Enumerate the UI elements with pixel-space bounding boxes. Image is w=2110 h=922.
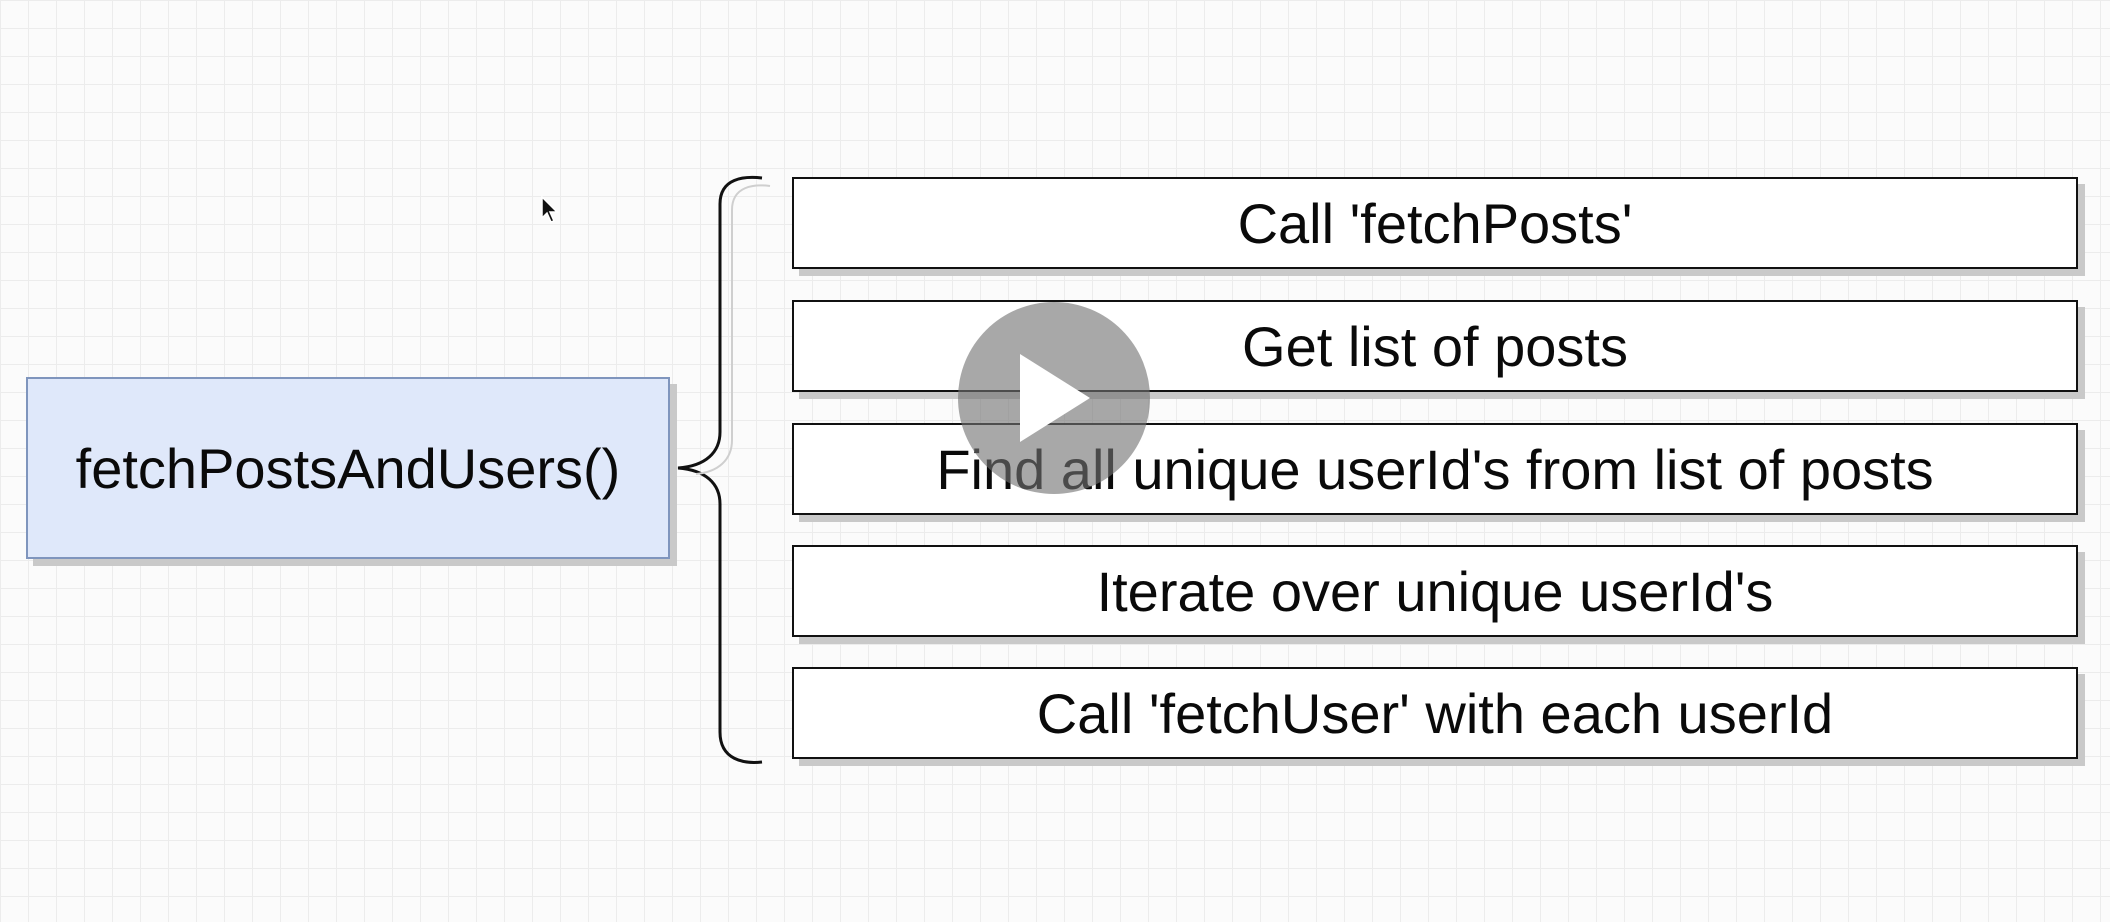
step-label: Call 'fetchUser' with each userId (1036, 681, 1834, 745)
mouse-pointer-icon (541, 196, 559, 223)
step-label: Get list of posts (1242, 314, 1628, 378)
step-box: Call 'fetchPosts' (792, 177, 2078, 269)
function-box: fetchPostsAndUsers() (26, 377, 670, 559)
play-icon (1020, 354, 1090, 442)
step-box: Call 'fetchUser' with each userId (792, 667, 2078, 759)
step-label: Call 'fetchPosts' (1237, 191, 1633, 255)
step-box: Get list of posts (792, 300, 2078, 392)
step-label: Iterate over unique userId's (1096, 559, 1774, 623)
play-button[interactable] (958, 302, 1150, 494)
function-name: fetchPostsAndUsers() (75, 436, 621, 500)
step-box: Iterate over unique userId's (792, 545, 2078, 637)
curly-brace (677, 175, 771, 764)
